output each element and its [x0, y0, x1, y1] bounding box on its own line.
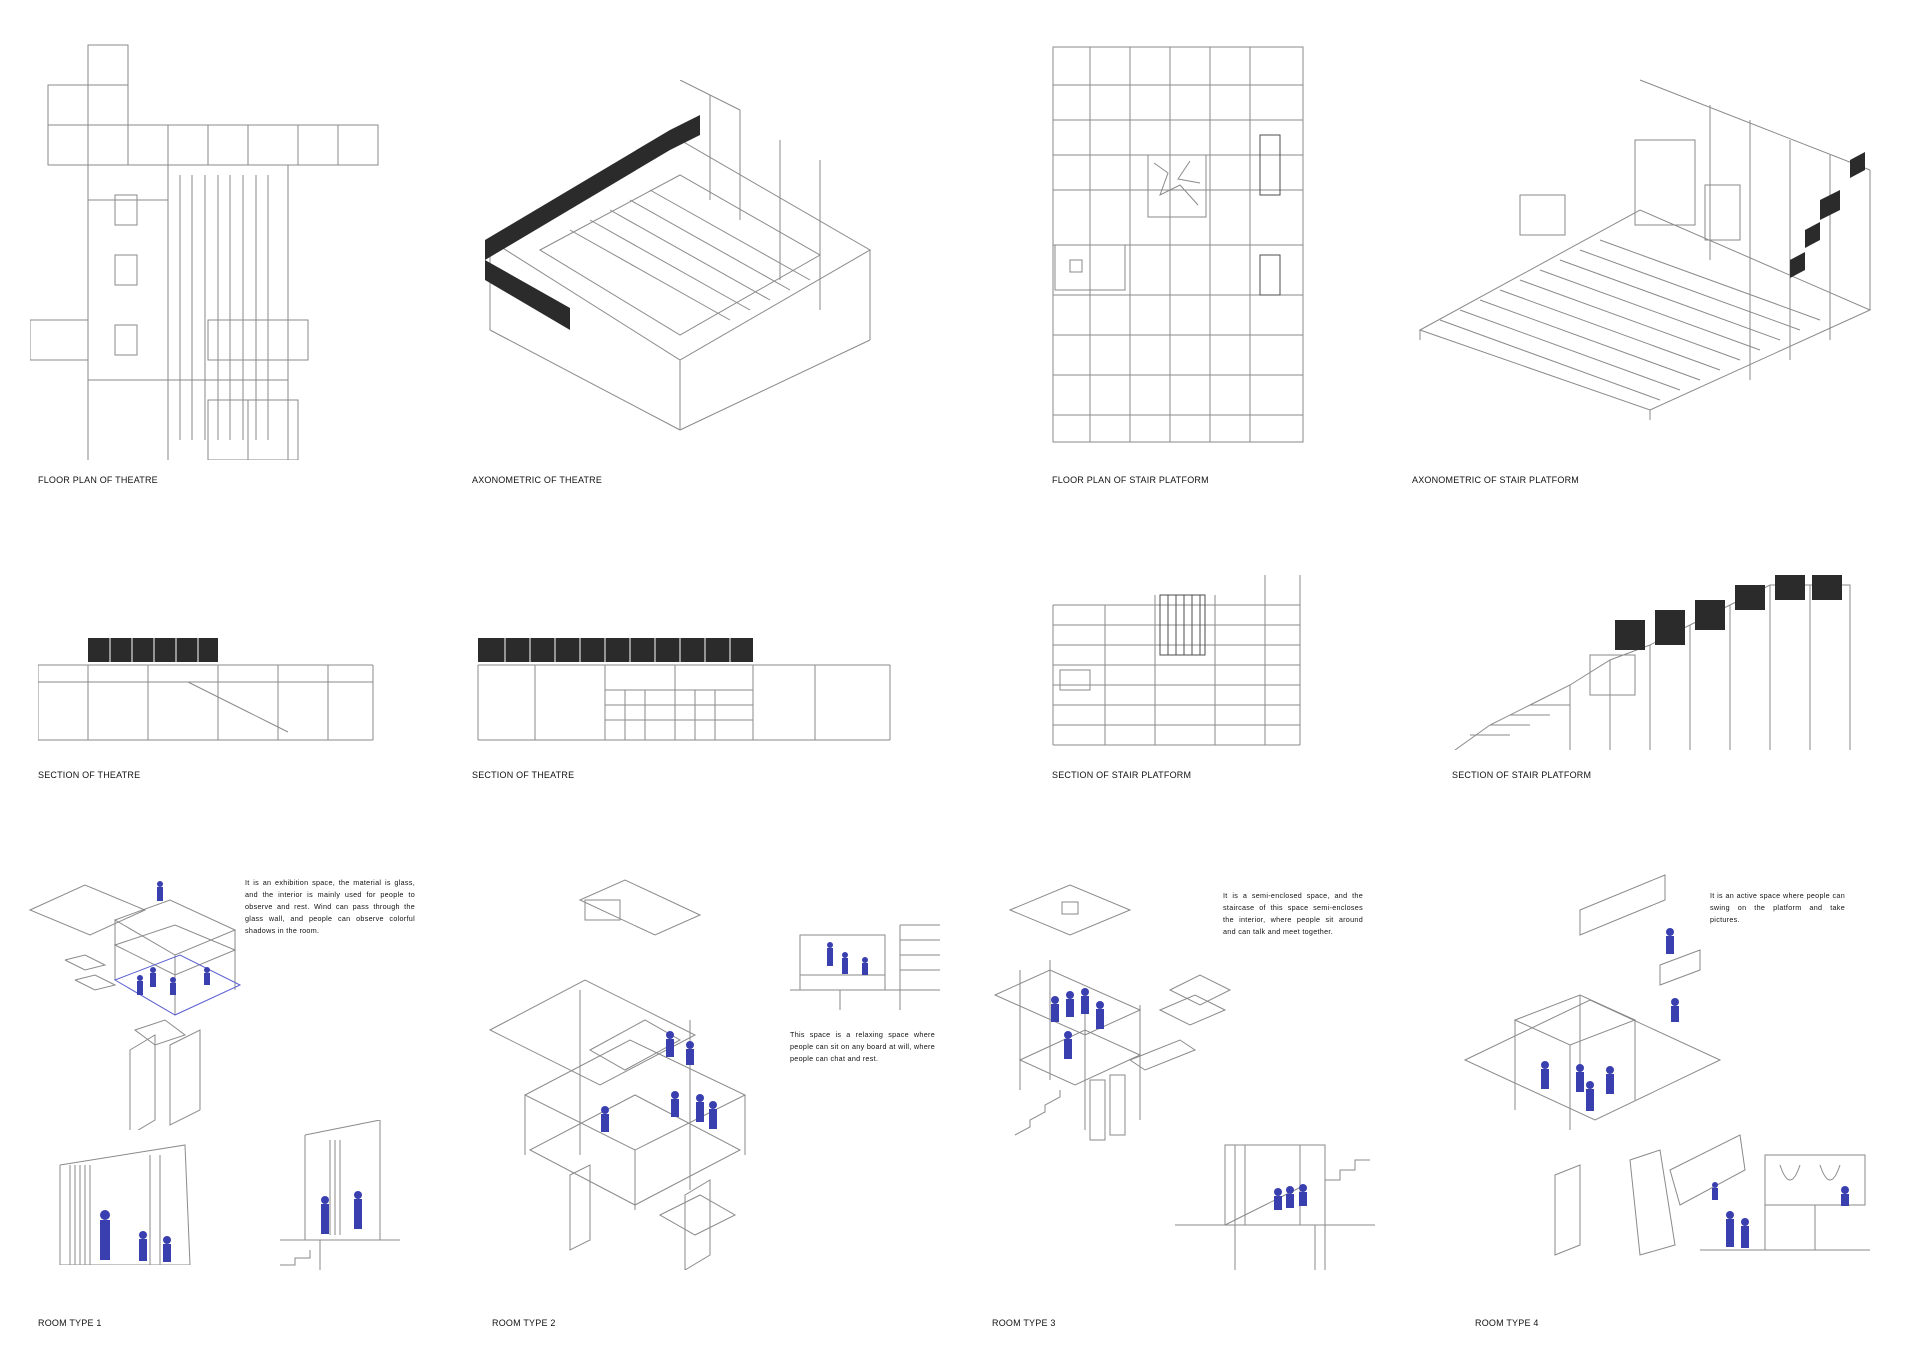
room-type-3-svg — [993, 884, 1232, 1141]
floor-plan-stair-drawing — [1050, 45, 1310, 445]
section-stair-2-svg — [1454, 575, 1851, 750]
room-type-2-svg — [488, 879, 747, 1270]
room-type-1-section — [280, 1120, 400, 1270]
room-type-1-axonometric — [25, 870, 250, 1130]
caption-floor-plan-theatre: FLOOR PLAN OF THEATRE — [38, 475, 158, 485]
caption-room-type-3: ROOM TYPE 3 — [992, 1318, 1056, 1328]
room-type-4-section — [1700, 1150, 1870, 1270]
caption-room-type-2: ROOM TYPE 2 — [492, 1318, 556, 1328]
room-type-4-section-svg — [1700, 1154, 1870, 1251]
section-stair-2-drawing — [1450, 575, 1870, 750]
caption-axonometric-theatre: AXONOMETRIC OF THEATRE — [472, 475, 603, 485]
section-theatre-2-svg — [477, 638, 891, 741]
section-stair-1-drawing — [1050, 575, 1310, 750]
axonometric-stair-drawing — [1410, 60, 1880, 420]
room-type-3-axonometric — [990, 880, 1240, 1160]
room-type-3-section-svg — [1175, 1144, 1375, 1270]
caption-room-type-1: ROOM TYPE 1 — [38, 1318, 102, 1328]
section-stair-1-svg — [1052, 575, 1301, 746]
caption-floor-plan-stair: FLOOR PLAN OF STAIR PLATFORM — [1052, 475, 1209, 485]
room-type-2-axonometric — [485, 870, 785, 1270]
section-theatre-1-drawing — [38, 630, 378, 750]
caption-section-stair-1: SECTION OF STAIR PLATFORM — [1052, 770, 1192, 780]
room-type-4-svg — [1463, 874, 1746, 1256]
axonometric-stair-svg — [1418, 79, 1872, 420]
room-type-1-svg — [28, 881, 242, 1130]
room-type-3-description: It is a semi-enclosed space, and the sta… — [1223, 891, 1363, 936]
caption-section-theatre-1: SECTION OF THEATRE — [38, 770, 141, 780]
axonometric-theatre-svg — [485, 80, 871, 431]
caption-section-stair-2: SECTION OF STAIR PLATFORM — [1452, 770, 1592, 780]
room-type-1-interior — [55, 1140, 205, 1265]
axonometric-theatre-drawing — [480, 80, 880, 440]
room-type-2-section-svg — [790, 924, 940, 1010]
floor-plan-theatre-drawing — [30, 40, 380, 460]
room-type-4-description: It is an active space where people can s… — [1710, 891, 1845, 924]
caption-axonometric-stair: AXONOMETRIC OF STAIR PLATFORM — [1412, 475, 1579, 485]
room-type-1-interior-svg — [59, 1144, 191, 1265]
room-type-2-section — [790, 920, 940, 1020]
room-type-1-description: It is an exhibition space, the material … — [245, 878, 415, 935]
room-type-3-section — [1175, 1140, 1375, 1270]
floor-plan-stair-svg — [1052, 46, 1304, 443]
room-type-2-description: This space is a relaxing space where peo… — [790, 1030, 935, 1063]
caption-section-theatre-2: SECTION OF THEATRE — [472, 770, 575, 780]
caption-room-type-4: ROOM TYPE 4 — [1475, 1318, 1539, 1328]
room-type-1-section-svg — [280, 1120, 400, 1270]
room-type-4-axonometric — [1460, 870, 1760, 1270]
floor-plan-theatre-svg — [30, 44, 379, 460]
section-theatre-2-drawing — [475, 630, 895, 750]
section-theatre-1-svg — [38, 638, 374, 741]
